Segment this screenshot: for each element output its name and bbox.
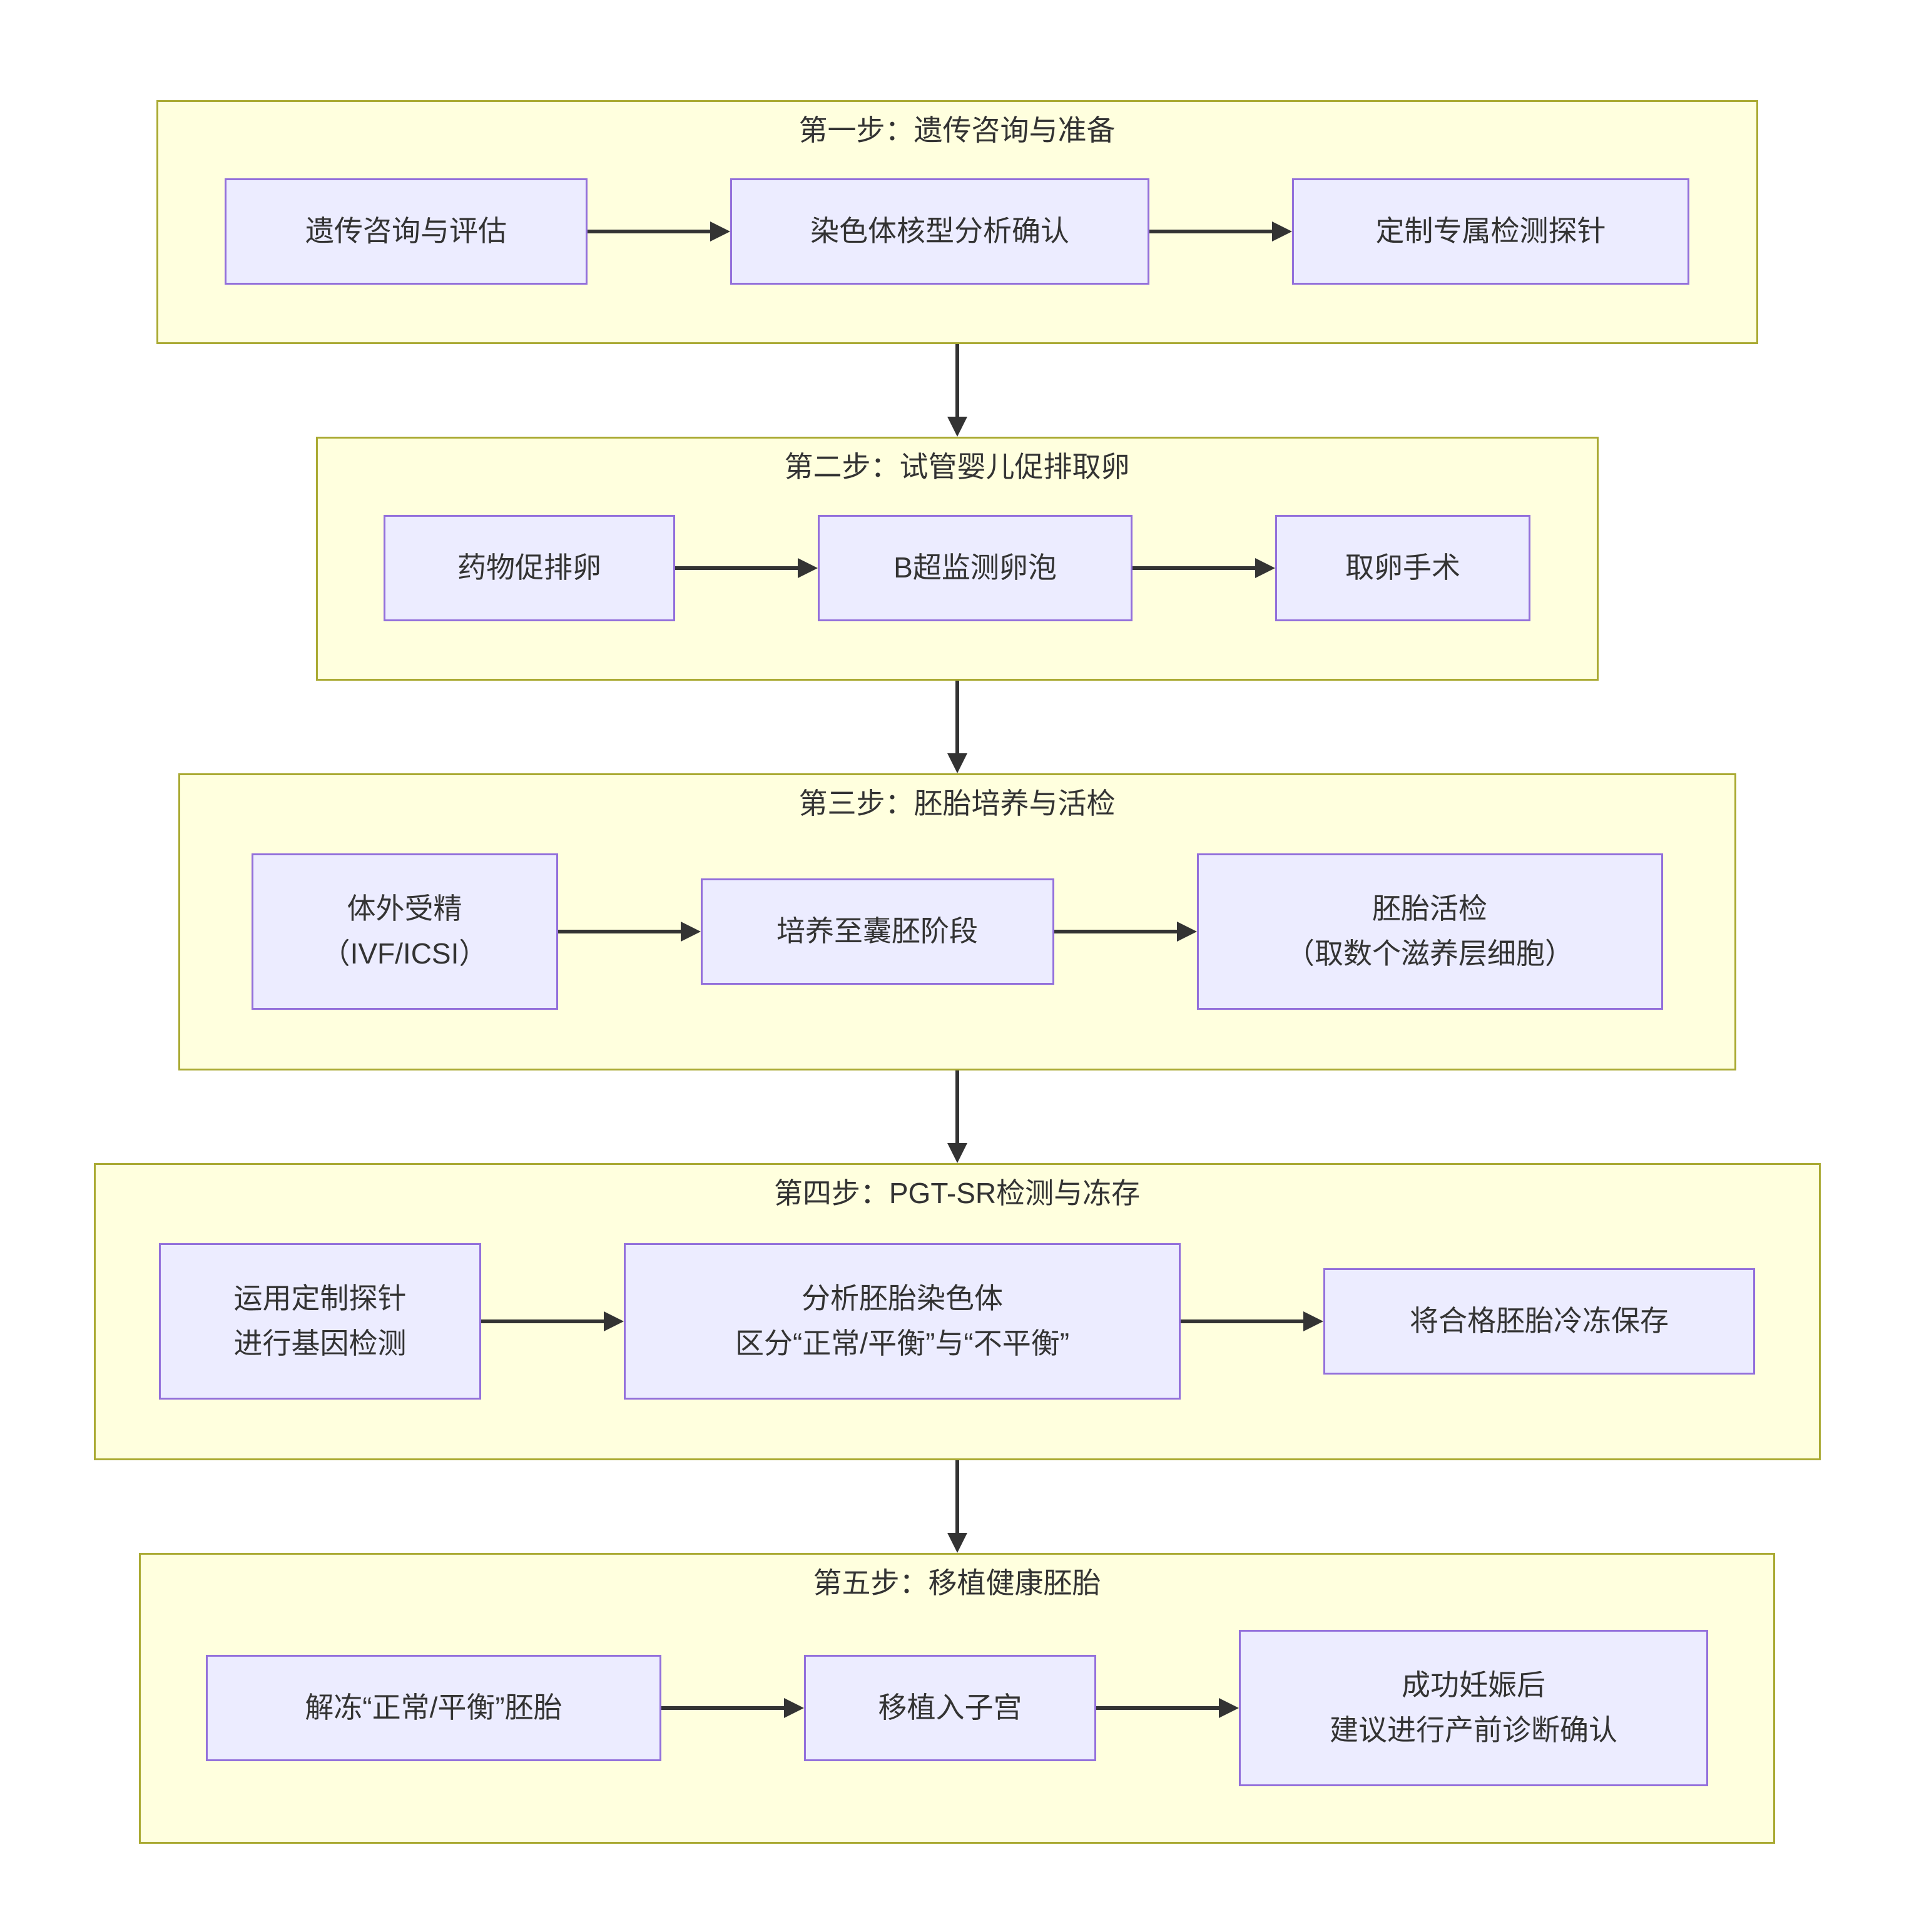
node-line: 解冻“正常/平衡”胚胎 xyxy=(305,1690,562,1724)
node-line: 建议进行产前诊断确认 xyxy=(1330,1713,1617,1746)
arrow-right-icon xyxy=(1149,221,1292,242)
stage-1-container: 第一步：遗传咨询与准备 遗传咨询与评估 染色体核型分析确认 定制专属检测探针 xyxy=(156,100,1758,344)
node-line: 区分“正常/平衡”与“不平衡” xyxy=(735,1326,1070,1360)
arrow-right-icon xyxy=(661,1697,804,1718)
stage-3-container: 第三步：胚胎培养与活检 体外受精 （IVF/ICSI） 培养至囊胚阶段 胚胎活检… xyxy=(178,773,1736,1070)
node-line: 体外受精 xyxy=(347,892,462,925)
node-karyotype-analysis: 染色体核型分析确认 xyxy=(730,178,1149,285)
arrow-right-icon xyxy=(557,921,701,942)
stage-3-title: 第三步：胚胎培养与活检 xyxy=(798,787,1116,820)
node-ivf-icsi: 体外受精 （IVF/ICSI） xyxy=(251,853,558,1010)
arrow-right-icon xyxy=(1096,1697,1239,1718)
node-line: （IVF/ICSI） xyxy=(321,937,488,970)
stage-3-row: 体外受精 （IVF/ICSI） 培养至囊胚阶段 胚胎活检 （取数个滋养层细胞） xyxy=(251,853,1663,1010)
node-line: 胚胎活检 xyxy=(1372,892,1487,925)
node-line: 分析胚胎染色体 xyxy=(802,1282,1003,1315)
stage-2-container: 第二步：试管婴儿促排取卵 药物促排卵 B超监测卵泡 取卵手术 xyxy=(315,437,1599,681)
stage-4-container: 第四步：PGT-SR检测与冻存 运用定制探针 进行基因检测 分析胚胎染色体 区分… xyxy=(93,1163,1821,1460)
node-ultrasound-follicle-monitoring: B超监测卵泡 xyxy=(818,515,1133,621)
node-line: 进行基因检测 xyxy=(233,1326,407,1360)
node-line: 药物促排卵 xyxy=(457,551,601,584)
node-embryo-cryopreservation: 将合格胚胎冷冻保存 xyxy=(1323,1268,1755,1375)
node-line: 成功妊娠后 xyxy=(1402,1669,1545,1702)
node-embryo-chromosome-analysis: 分析胚胎染色体 区分“正常/平衡”与“不平衡” xyxy=(624,1243,1181,1400)
node-line: 运用定制探针 xyxy=(233,1282,407,1315)
node-egg-retrieval-surgery: 取卵手术 xyxy=(1275,515,1530,621)
arrow-right-icon xyxy=(1133,558,1275,578)
node-line: B超监测卵泡 xyxy=(893,551,1057,584)
arrow-right-icon xyxy=(481,1311,624,1331)
stage-5-container: 第五步：移植健康胚胎 解冻“正常/平衡”胚胎 移植入子宫 成功妊娠后 建议进行产… xyxy=(139,1553,1775,1844)
arrow-right-icon xyxy=(675,558,818,578)
node-line: 遗传咨询与评估 xyxy=(305,215,507,248)
node-line: （取数个滋养层细胞） xyxy=(1286,937,1574,970)
node-custom-probe-design: 定制专属检测探针 xyxy=(1292,178,1689,285)
stage-4-title: 第四步：PGT-SR检测与冻存 xyxy=(773,1177,1141,1209)
node-uterus-transfer: 移植入子宫 xyxy=(804,1654,1096,1761)
node-genetic-counseling-assessment: 遗传咨询与评估 xyxy=(225,178,588,285)
arrow-down-icon xyxy=(947,1070,967,1163)
arrow-down-icon xyxy=(947,1460,967,1553)
stage-5-title: 第五步：移植健康胚胎 xyxy=(813,1567,1101,1599)
node-line: 移植入子宫 xyxy=(878,1690,1022,1724)
node-line: 培养至囊胚阶段 xyxy=(776,914,978,947)
stage-2-row: 药物促排卵 B超监测卵泡 取卵手术 xyxy=(384,515,1530,621)
arrow-down-icon xyxy=(947,681,967,773)
node-blastocyst-culture: 培养至囊胚阶段 xyxy=(700,878,1054,985)
node-prenatal-diagnosis-confirmation: 成功妊娠后 建议进行产前诊断确认 xyxy=(1239,1629,1708,1786)
node-embryo-thawing: 解冻“正常/平衡”胚胎 xyxy=(206,1654,661,1761)
stage-4-row: 运用定制探针 进行基因检测 分析胚胎染色体 区分“正常/平衡”与“不平衡” 将合… xyxy=(159,1243,1755,1400)
stage-1-row: 遗传咨询与评估 染色体核型分析确认 定制专属检测探针 xyxy=(225,178,1689,285)
node-line: 将合格胚胎冷冻保存 xyxy=(1410,1304,1669,1337)
arrow-right-icon xyxy=(588,221,730,242)
node-ovulation-induction: 药物促排卵 xyxy=(384,515,675,621)
arrow-right-icon xyxy=(1054,921,1197,942)
stage-5-row: 解冻“正常/平衡”胚胎 移植入子宫 成功妊娠后 建议进行产前诊断确认 xyxy=(206,1629,1708,1786)
node-custom-probe-gene-testing: 运用定制探针 进行基因检测 xyxy=(159,1243,481,1400)
node-embryo-biopsy: 胚胎活检 （取数个滋养层细胞） xyxy=(1196,853,1663,1010)
stage-1-title: 第一步：遗传咨询与准备 xyxy=(798,114,1116,146)
arrow-right-icon xyxy=(1181,1311,1323,1331)
stage-2-title: 第二步：试管婴儿促排取卵 xyxy=(784,450,1130,483)
node-line: 定制专属检测探针 xyxy=(1375,215,1606,248)
node-line: 染色体核型分析确认 xyxy=(810,215,1069,248)
node-line: 取卵手术 xyxy=(1345,551,1460,584)
arrow-down-icon xyxy=(947,344,967,437)
